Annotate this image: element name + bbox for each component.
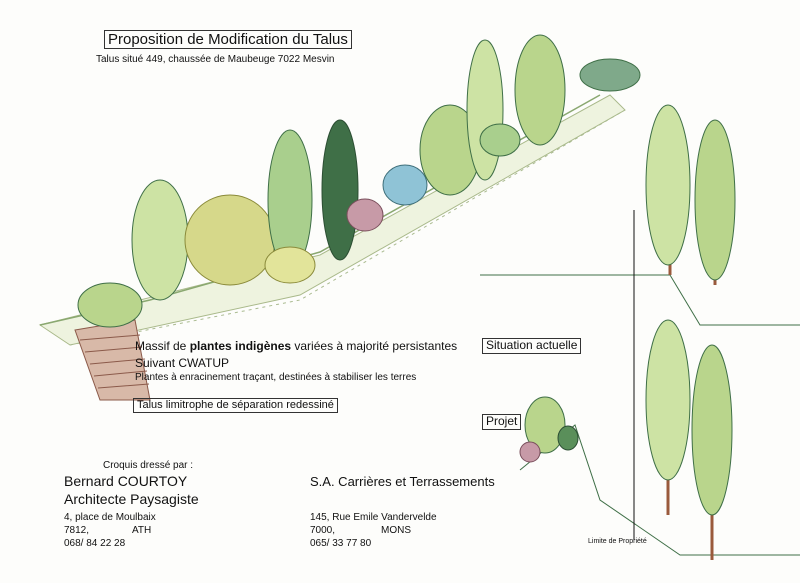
croquis-caption: Croquis dressé par : [103,460,194,471]
massif-suffix: variées à majorité persistantes [291,339,458,353]
page-subtitle: Talus situé 449, chaussée de Maubeuge 70… [96,54,335,65]
situation-actuelle-label: Situation actuelle [482,338,582,354]
massif-shrubs [77,34,641,328]
author-name: Bernard COURTOY [64,473,188,489]
enracinement-note: Plantes à enracinement traçant, destinée… [135,372,417,383]
massif-prefix: Massif de [135,339,190,353]
author-role: Architecte Paysagiste [64,491,199,507]
client-postcode: 7000, [310,525,336,536]
projet-section [519,319,800,560]
client-city: MONS [381,525,411,536]
projet-label: Projet [482,414,522,430]
limite-propriete-label: Limite de Propriété [588,538,647,545]
author-phone: 068/ 84 22 28 [64,538,126,549]
cwatup-note: Suivant CWATUP [135,356,230,370]
client-address: 145, Rue Emile Vandervelde [310,512,437,523]
situation-actuelle-section [480,104,800,326]
author-city: ATH [132,525,152,536]
client-company: S.A. Carrières et Terrassements [310,474,495,489]
massif-note: Massif de plantes indigènes variées à ma… [135,339,457,353]
talus-label: Talus limitrophe de séparation redessiné [133,398,338,413]
author-address: 4, place de Moulbaix [64,512,156,523]
page-title: Proposition de Modification du Talus [104,30,352,50]
author-postcode: 7812, [64,525,90,536]
massif-bold: plantes indigènes [189,339,292,353]
client-phone: 065/ 33 77 80 [310,538,372,549]
